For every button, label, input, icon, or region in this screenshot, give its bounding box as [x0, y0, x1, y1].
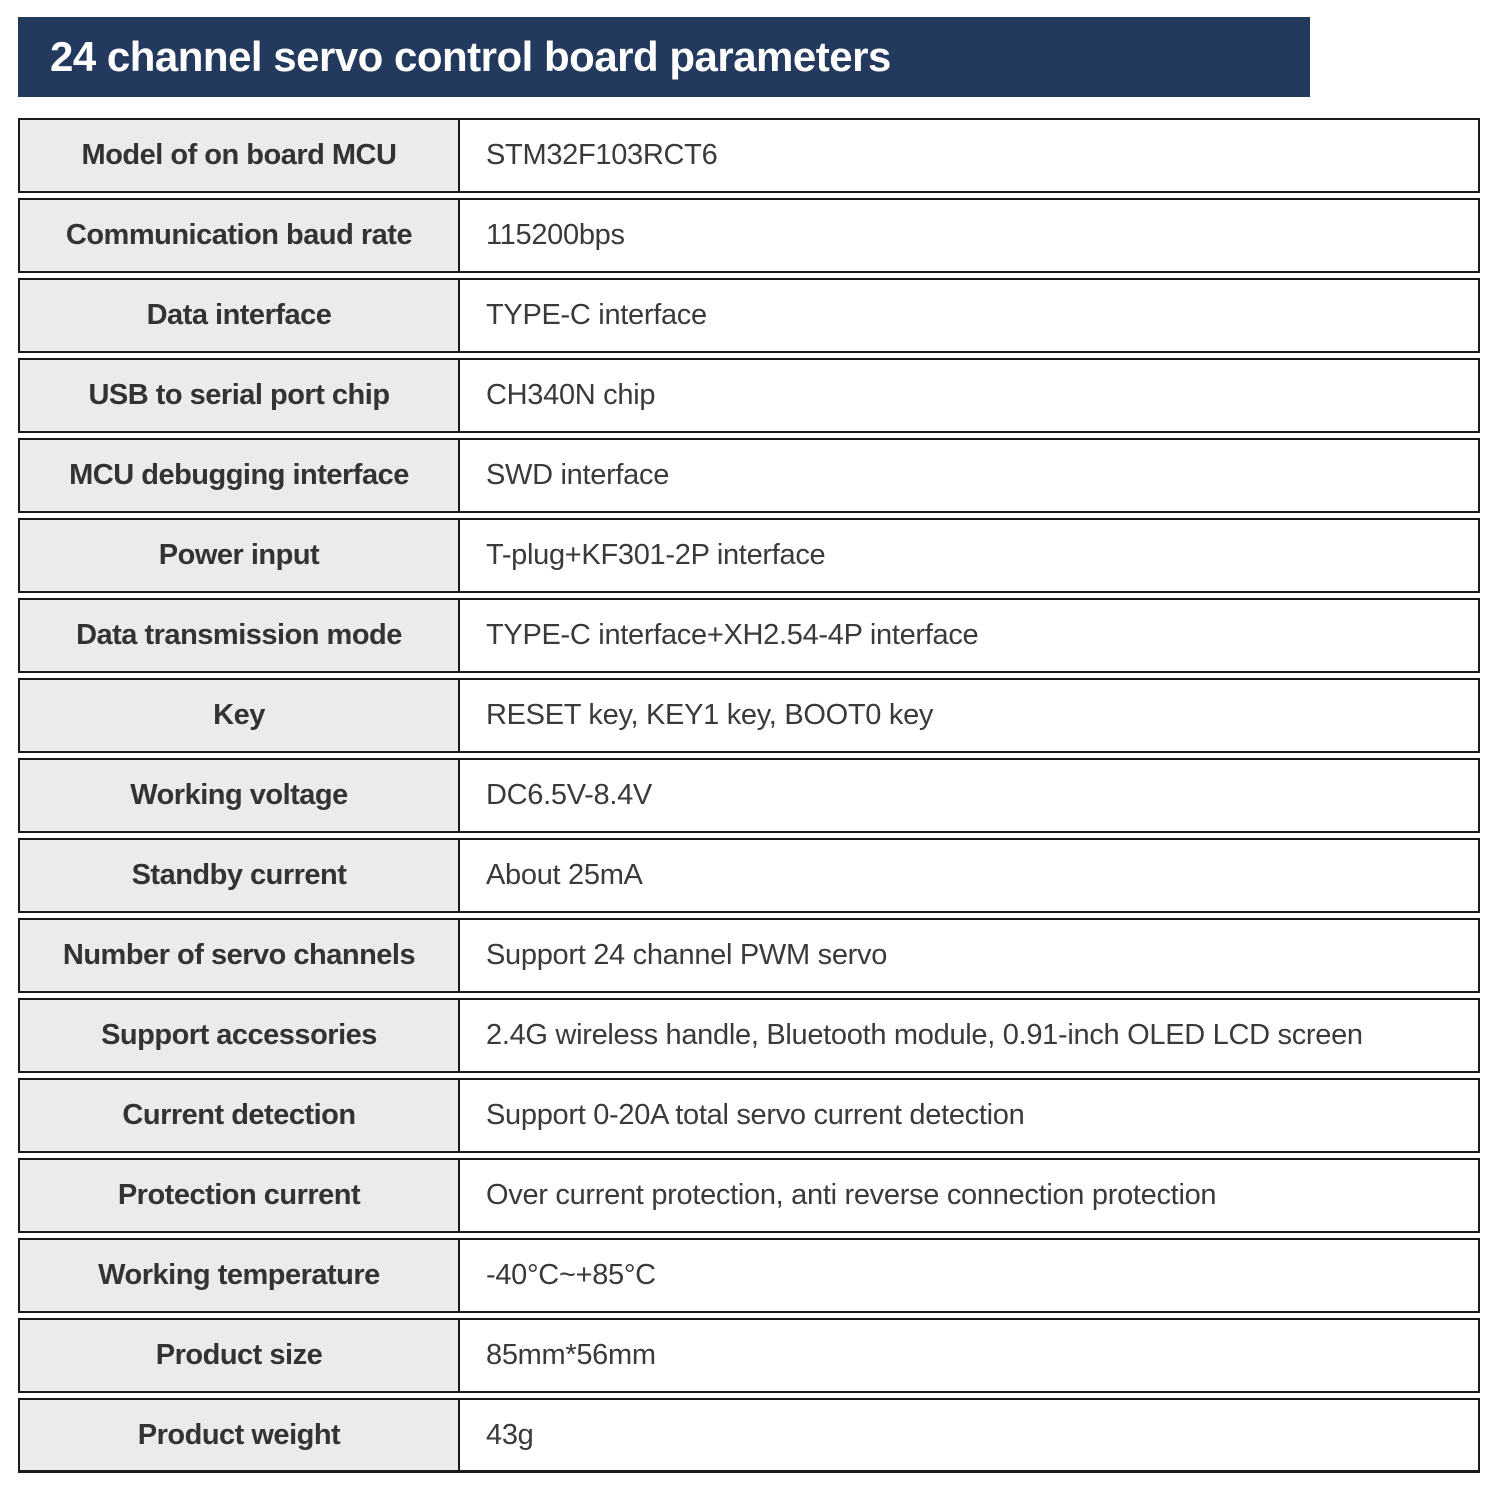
param-label: Standby current	[20, 840, 460, 911]
param-label: Product weight	[20, 1400, 460, 1470]
table-row: Protection current Over current protectio…	[18, 1158, 1480, 1233]
param-label: Data interface	[20, 280, 460, 351]
param-value: 85mm*56mm	[486, 1339, 656, 1371]
table-row: Standby current About 25mA	[18, 838, 1480, 913]
param-label: Number of servo channels	[20, 920, 460, 991]
table-row: Product size 85mm*56mm	[18, 1318, 1480, 1393]
param-value: T-plug+KF301-2P interface	[486, 539, 826, 571]
param-value: TYPE-C interface	[486, 299, 707, 331]
table-row: Communication baud rate 115200bps	[18, 198, 1480, 273]
param-value: TYPE-C interface+XH2.54-4P interface	[486, 619, 979, 651]
table-row: Data interface TYPE-C interface	[18, 278, 1480, 353]
param-label: USB to serial port chip	[20, 360, 460, 431]
table-row: Power input T-plug+KF301-2P interface	[18, 518, 1480, 593]
param-label: Current detection	[20, 1080, 460, 1151]
param-label: Support accessories	[20, 1000, 460, 1071]
param-value: STM32F103RCT6	[486, 139, 718, 171]
param-label: MCU debugging interface	[20, 440, 460, 511]
table-row: Number of servo channels Support 24 chann…	[18, 918, 1480, 993]
param-value: RESET key, KEY1 key, BOOT0 key	[486, 699, 934, 731]
param-label: Data transmission mode	[20, 600, 460, 671]
param-label: Key	[20, 680, 460, 751]
param-value: SWD interface	[486, 459, 670, 491]
param-label: Working voltage	[20, 760, 460, 831]
table-row: Product weight 43g	[18, 1398, 1480, 1473]
table-row: MCU debugging interface SWD interface	[18, 438, 1480, 513]
param-label: Protection current	[20, 1160, 460, 1231]
table-row: Key RESET key, KEY1 key, BOOT0 key	[18, 678, 1480, 753]
table-row: Support accessories 2.4G wireless handle,…	[18, 998, 1480, 1073]
param-value: 2.4G wireless handle, Bluetooth module, …	[486, 1019, 1363, 1051]
param-label: Model of on board MCU	[20, 120, 460, 191]
table-row: Model of on board MCU STM32F103RCT6	[18, 118, 1480, 193]
table-row: Current detection Support 0-20A total ser…	[18, 1078, 1480, 1153]
param-label: Product size	[20, 1320, 460, 1391]
param-value: DC6.5V-8.4V	[486, 779, 652, 811]
param-label: Communication baud rate	[20, 200, 460, 271]
param-value: Over current protection, anti reverse co…	[486, 1179, 1217, 1211]
table-row: Working temperature -40°C~+85°C	[18, 1238, 1480, 1313]
param-label: Working temperature	[20, 1240, 460, 1311]
page-title: 24 channel servo control board parameter…	[18, 17, 1310, 97]
table-row: Working voltage DC6.5V-8.4V	[18, 758, 1480, 833]
param-label: Power input	[20, 520, 460, 591]
param-value: 115200bps	[486, 219, 625, 251]
param-value: CH340N chip	[486, 379, 656, 411]
param-value: Support 24 channel PWM servo	[486, 939, 888, 971]
param-value: -40°C~+85°C	[486, 1259, 656, 1291]
table-row: USB to serial port chip CH340N chip	[18, 358, 1480, 433]
param-value: About 25mA	[486, 859, 643, 891]
table-row: Data transmission mode TYPE-C interface+X…	[18, 598, 1480, 673]
param-value: 43g	[486, 1418, 534, 1451]
param-value: Support 0-20A total servo current detect…	[486, 1099, 1025, 1131]
